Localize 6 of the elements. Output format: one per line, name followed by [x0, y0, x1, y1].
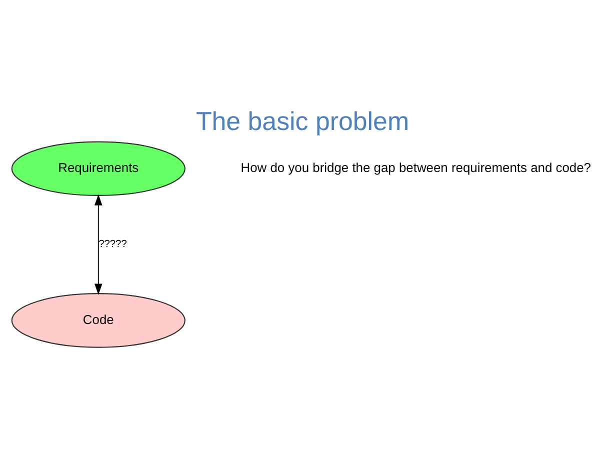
node-ellipse: Code	[11, 293, 186, 348]
diagram-title: The basic problem	[196, 108, 410, 136]
arrow	[94, 194, 102, 295]
node-ellipse: Requirements	[11, 141, 186, 196]
label: How do you bridge the gap between requirements and code?	[240, 160, 592, 176]
edge-label: ?????	[98, 239, 127, 250]
